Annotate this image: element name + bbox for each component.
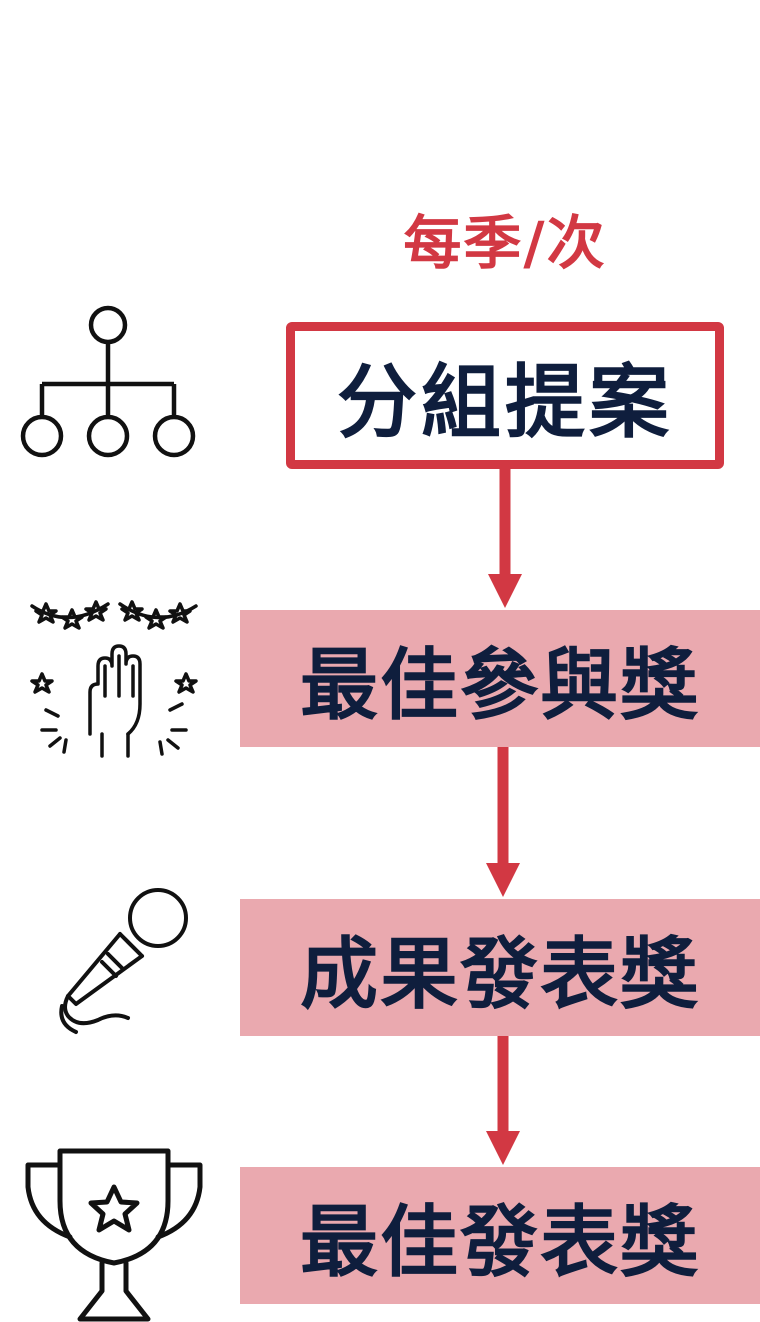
step-box-best-participation-award: 最佳參與獎 bbox=[240, 610, 760, 747]
frequency-label: 每季/次 bbox=[403, 209, 607, 277]
step-box-results-presentation-award: 成果發表獎 bbox=[240, 899, 760, 1036]
microphone-icon bbox=[59, 888, 188, 1034]
hierarchy-icon bbox=[20, 305, 196, 458]
arrow-step3-to-step4 bbox=[486, 1036, 520, 1165]
arrow-step1-to-step2 bbox=[488, 469, 522, 608]
step-box-group-proposal: 分組提案 bbox=[286, 322, 724, 469]
arrow-step2-to-step3 bbox=[486, 747, 520, 897]
trophy-icon bbox=[25, 1148, 203, 1322]
raised-hand-celebration-icon bbox=[30, 600, 198, 758]
step-box-best-presentation-award: 最佳發表獎 bbox=[240, 1167, 760, 1304]
